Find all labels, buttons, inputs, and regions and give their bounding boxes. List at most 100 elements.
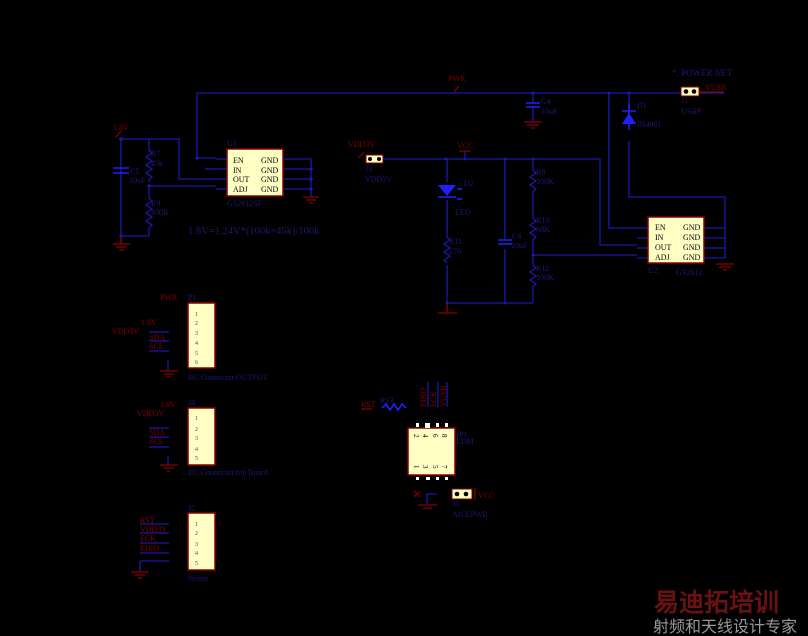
schematic-label: GS2612: [676, 268, 702, 277]
connector-j4[interactable]: J4 12 34 5 IIC Connector top Board 1.8V …: [137, 398, 268, 477]
net-label-1v8: 1.8V: [113, 123, 129, 132]
no-connect-icon: [413, 490, 421, 498]
schematic-label: VDD3V: [365, 175, 392, 184]
formula-note: 1.8V=1.24V*(100k+45k)/100k: [188, 226, 320, 237]
schematic-label: C4: [541, 97, 550, 106]
schematic-label: 3: [195, 542, 198, 548]
schematic-label: IN4001: [637, 120, 661, 129]
schematic-label: VDD3V: [112, 327, 139, 336]
schematic-label: 5: [195, 456, 198, 462]
schematic-label: EN: [233, 156, 244, 165]
schematic-label: 8: [440, 434, 448, 438]
u1-ref: U1: [227, 139, 237, 148]
net-label-pwr: PWR: [448, 74, 466, 83]
schematic-label: GND: [261, 166, 279, 175]
u1-part: GS2612SF: [227, 199, 263, 208]
net-label-vdd3v: VDD3V: [348, 140, 375, 149]
regulator-u1-section: 1.8V C5 10uF R7 45k R9 100K U1 EN IN OUT…: [113, 92, 724, 251]
schematic-label: 易迪拓培训: [654, 588, 779, 617]
schematic-label: 6: [431, 434, 439, 438]
schematic-label: 6: [195, 360, 198, 366]
schematic-label: VDD3V: [137, 409, 164, 418]
schematic-label: J1: [681, 96, 688, 105]
schematic-label: 2: [195, 321, 198, 327]
schematic-label: SCL: [149, 437, 164, 446]
schematic-label: J4: [188, 398, 195, 407]
net-label-vusb: VUSB: [705, 83, 726, 92]
resistor-r9: R9 100K: [144, 197, 169, 229]
schematic-label: R8: [536, 168, 545, 177]
schematic-label: 100K: [536, 273, 554, 282]
schematic-label: 10uF: [511, 241, 528, 250]
schematic-label: PWR: [160, 293, 178, 302]
schematic-label: GND: [683, 243, 701, 252]
ic-u1: U1 EN IN OUT ADJ GND GND GND GND GS2612S…: [216, 139, 298, 208]
schematic-label: 5: [195, 351, 198, 357]
schematic-label: 68K: [536, 225, 550, 234]
schematic-label: ECK: [429, 391, 438, 407]
c5-value: 10uF: [129, 176, 146, 185]
r7-ref: R7: [151, 149, 160, 158]
r9-ref: R9: [151, 199, 160, 208]
schematic-label: IN: [233, 166, 242, 175]
schematic-label: J5: [188, 504, 195, 513]
connector-j6[interactable]: VCC J6 AICEPWR: [451, 488, 494, 519]
schematic-label: 5: [195, 561, 198, 567]
schematic-label: 3: [195, 331, 198, 337]
schematic-label: J3: [365, 164, 372, 173]
schematic-label: IIC Connector OUTPUT: [188, 373, 268, 382]
schematic-label: GND: [261, 175, 279, 184]
schematic-label: GND: [683, 233, 701, 242]
ground-symbol: [303, 196, 319, 204]
schematic-label: 100K: [536, 177, 554, 186]
schematic-label: 3: [195, 436, 198, 442]
r7-value: 45k: [151, 159, 163, 168]
schematic-label: R12: [536, 264, 549, 273]
schematic-label: SCL: [149, 342, 164, 351]
schematic-label: OUT: [233, 175, 250, 184]
schematic-label: 5: [431, 465, 439, 469]
schematic-label: SDA: [149, 333, 165, 342]
schematic-label: P1: [188, 293, 196, 302]
ground-symbol: [438, 303, 457, 314]
schematic-label: VUSB: [439, 386, 448, 407]
schematic-label: 射频和天线设计专家: [653, 617, 797, 636]
schematic-label: SDA: [149, 428, 165, 437]
schematic-label: EDIO: [140, 544, 159, 553]
schematic-label: AICEPWR: [452, 510, 489, 519]
schematic-label: GND: [261, 156, 279, 165]
schematic-label: GND: [683, 223, 701, 232]
schematic-label: 2: [412, 434, 420, 438]
schematic-label: ADJ: [233, 185, 248, 194]
schematic-label: 270: [449, 247, 461, 256]
connector-j5[interactable]: J5 12 34 5 Writer RST VDD3V ECK EDIO: [131, 504, 216, 583]
schematic-label: VDD3V: [140, 525, 167, 534]
schematic-label: EDIO: [419, 388, 428, 407]
schematic-label: USBP: [681, 107, 702, 116]
schematic-label: 4: [195, 551, 198, 557]
schematic-label: 3: [421, 465, 429, 469]
edm-header-jp1[interactable]: RST R13 EDIO ECK VUSB 2 4 6 8 1 3 5 7 JP…: [361, 382, 474, 509]
r9-value: 100K: [151, 208, 169, 217]
schematic-label: 4: [421, 434, 429, 438]
resistor-r7: R7 45k: [144, 149, 163, 182]
schematic-label: J6: [452, 499, 459, 508]
connector-p1[interactable]: P1 12 34 56 IIC Connector OUTPUT PWR 1.8…: [112, 293, 268, 382]
schematic-label: EN: [655, 223, 666, 232]
schematic-label: 2: [195, 531, 198, 537]
schematic-label: C6: [512, 232, 521, 241]
net-flag-1v8: [115, 130, 122, 138]
schematic-label: 1: [412, 465, 420, 469]
schematic-label: 1: [195, 312, 198, 318]
